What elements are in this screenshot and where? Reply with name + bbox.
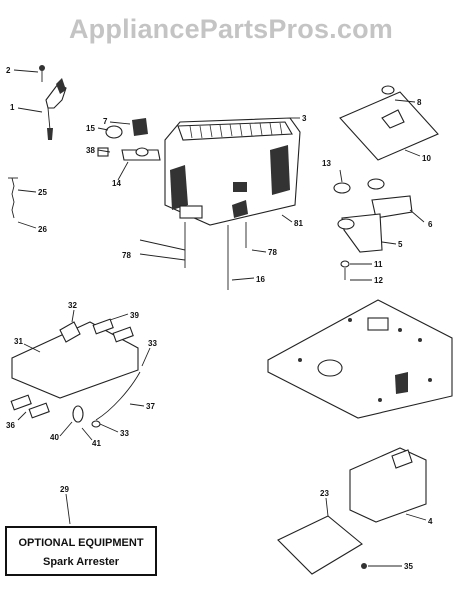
callout-labels: 2 1 7 3 8 15 38 14 10 13 25 6 26 81 5 78… bbox=[6, 66, 433, 571]
callout-39: 39 bbox=[130, 311, 139, 320]
engine-part[interactable] bbox=[164, 117, 301, 226]
callout-36: 36 bbox=[6, 421, 15, 430]
crank-seal-part[interactable] bbox=[97, 118, 161, 161]
callout-29: 29 bbox=[60, 485, 69, 494]
callout-4: 4 bbox=[428, 517, 433, 526]
callout-40: 40 bbox=[50, 433, 59, 442]
leader-lines bbox=[13, 69, 427, 567]
callout-78-left: 78 bbox=[122, 251, 131, 260]
callout-1: 1 bbox=[10, 103, 15, 112]
callout-33-bottom: 33 bbox=[120, 429, 129, 438]
heat-shield-part[interactable] bbox=[339, 85, 439, 161]
callout-12: 12 bbox=[374, 276, 383, 285]
callout-25: 25 bbox=[38, 188, 47, 197]
callout-26: 26 bbox=[38, 225, 47, 234]
callout-15: 15 bbox=[86, 124, 95, 133]
callout-41: 41 bbox=[92, 439, 101, 448]
callout-10: 10 bbox=[422, 154, 431, 163]
callout-16: 16 bbox=[256, 275, 265, 284]
callout-37: 37 bbox=[146, 402, 155, 411]
optional-equipment-title: OPTIONAL EQUIPMENT bbox=[18, 537, 144, 549]
exhaust-pipes-part[interactable] bbox=[333, 178, 413, 280]
callout-13: 13 bbox=[322, 159, 331, 168]
callout-3: 3 bbox=[302, 114, 307, 123]
callout-7: 7 bbox=[103, 117, 108, 126]
engine-mount-plate-part[interactable] bbox=[267, 299, 453, 419]
callout-32: 32 bbox=[68, 301, 77, 310]
callout-2: 2 bbox=[6, 66, 11, 75]
callout-78-right: 78 bbox=[268, 248, 277, 257]
callout-33-top: 33 bbox=[148, 339, 157, 348]
screw-part[interactable] bbox=[39, 65, 45, 82]
callout-23: 23 bbox=[320, 489, 329, 498]
muffler-part[interactable] bbox=[349, 447, 427, 523]
governor-spring-part[interactable] bbox=[8, 177, 18, 219]
spark-arrester-label: Spark Arrester bbox=[42, 556, 120, 568]
callout-11: 11 bbox=[374, 260, 383, 269]
air-cleaner-part[interactable] bbox=[10, 318, 139, 423]
throttle-control-part[interactable] bbox=[45, 78, 67, 140]
callout-14: 14 bbox=[112, 179, 121, 188]
watermark-text: AppliancePartsPros.com bbox=[68, 14, 393, 44]
callout-5: 5 bbox=[398, 240, 403, 249]
callout-81: 81 bbox=[294, 219, 303, 228]
callout-35: 35 bbox=[404, 562, 413, 571]
optional-equipment-box: OPTIONAL EQUIPMENT Spark Arrester bbox=[5, 526, 157, 576]
muffler-guard-part[interactable] bbox=[277, 515, 367, 575]
callout-6: 6 bbox=[428, 220, 433, 229]
callout-38: 38 bbox=[86, 146, 95, 155]
callout-31: 31 bbox=[14, 337, 23, 346]
callout-8: 8 bbox=[417, 98, 422, 107]
engine-bolts-part[interactable] bbox=[184, 222, 247, 290]
